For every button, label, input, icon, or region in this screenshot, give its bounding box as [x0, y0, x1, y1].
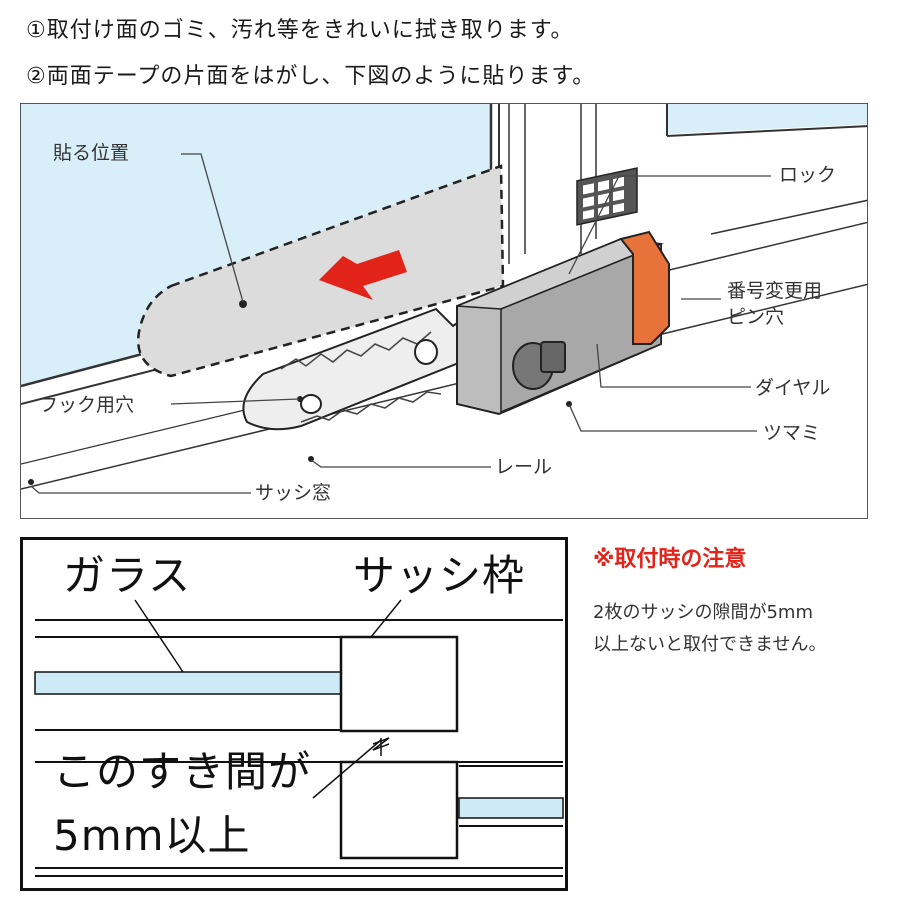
glass-label: ガラス — [63, 551, 192, 600]
placement-area — [136, 164, 505, 378]
cross-section-diagram: ガラス サッシ枠 このすき間が 5mm以上 — [20, 537, 568, 891]
label-pin-hole-1: 番号変更用 — [727, 280, 823, 302]
label-rail: レール — [495, 456, 553, 478]
combination-dial — [576, 167, 638, 226]
label-sash-window: サッシ窓 — [255, 482, 332, 504]
installation-drawing — [21, 104, 867, 494]
installation-illustration: 貼る位置 ロック 番号変更用 ピン穴 ダイヤル フック用穴 ツマミ レール サッ… — [20, 103, 868, 519]
sash-frame-label: サッシ枠 — [353, 551, 526, 600]
sash-frame-upper — [339, 635, 459, 733]
instruction-step-1: ①取付け面のゴミ、汚れ等をきれいに拭き取ります。 — [26, 18, 574, 43]
label-placement-position: 貼る位置 — [53, 142, 130, 164]
sash-frame-lower — [339, 760, 459, 860]
window-glass — [21, 104, 491, 386]
label-pin-hole-2: ピン穴 — [727, 306, 785, 328]
label-lock: ロック — [779, 164, 837, 186]
note-line-2: 以上ないと取付できません。 — [593, 634, 827, 655]
label-knob: ツマミ — [763, 422, 821, 444]
glass-right — [458, 797, 564, 819]
cross-section-drawing — [34, 599, 564, 877]
gap-label-line2: 5mm以上 — [53, 811, 251, 860]
instruction-step-2: ②両面テープの片面をはがし、下図のように貼ります。 — [26, 64, 596, 89]
label-dial: ダイヤル — [755, 377, 831, 399]
diagram-leader-lines — [134, 599, 402, 799]
callout-lines — [30, 153, 771, 494]
lock-cap — [619, 230, 670, 345]
note-title: ※取付時の注意 — [593, 547, 747, 572]
placement-arrow — [319, 250, 407, 300]
glass-left — [34, 671, 342, 695]
note-line-1: 2枚のサッシの隙間が5mm — [593, 602, 813, 623]
right-window-glass — [667, 104, 867, 134]
hook-hole — [300, 394, 322, 414]
label-hook-hole: フック用穴 — [39, 394, 135, 416]
gap-label-line1: このすき間が — [53, 747, 312, 796]
